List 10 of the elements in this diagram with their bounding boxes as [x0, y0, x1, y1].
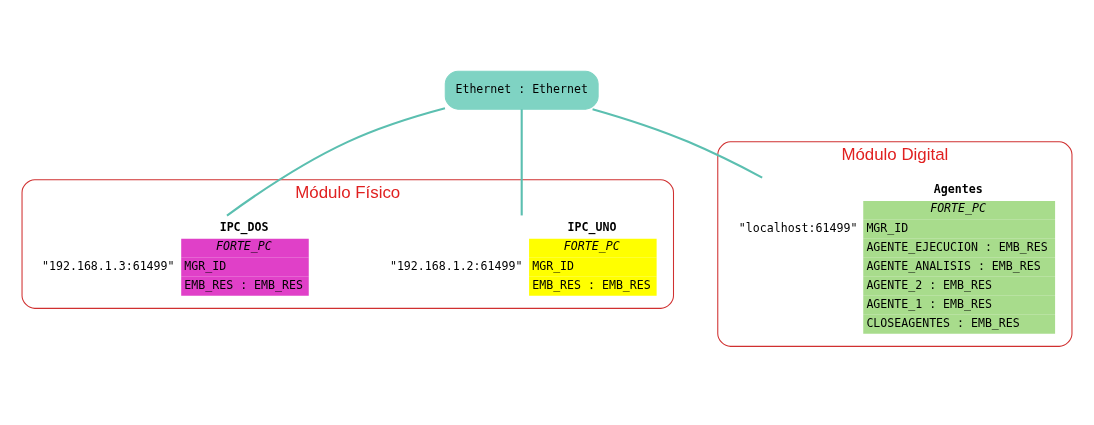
node-label: "192.168.1.2:61499" [389, 258, 523, 273]
connector [520, 108, 523, 215]
node-label: Agentes [933, 181, 983, 196]
node-label: "localhost:61499" [738, 220, 858, 235]
node-box: Ethernet : Ethernet [444, 70, 599, 110]
node-label: "192.168.1.3:61499" [42, 258, 175, 273]
node-label: IPC_UNO [567, 219, 617, 234]
connector [592, 107, 763, 178]
node-label: IPC_DOS [219, 219, 269, 234]
connector [226, 106, 446, 216]
